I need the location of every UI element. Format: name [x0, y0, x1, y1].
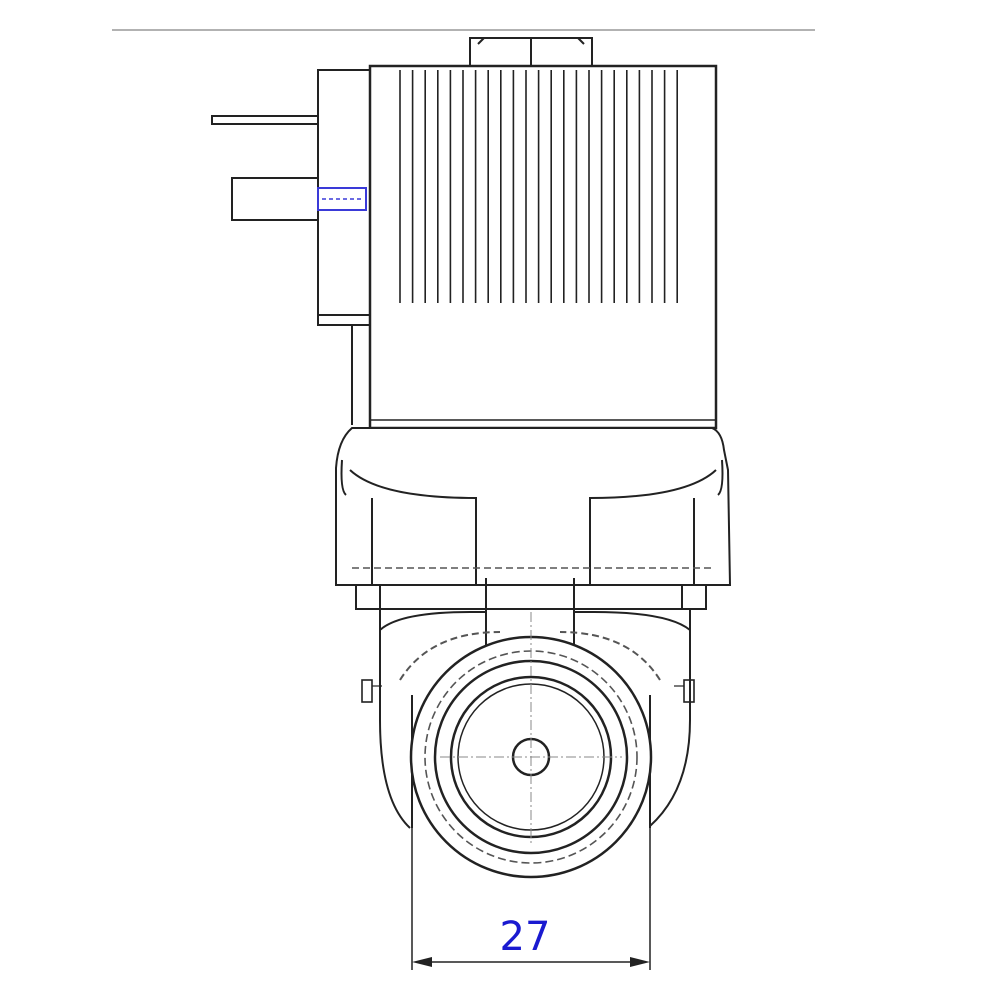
coil-housing — [368, 64, 718, 430]
pipe-port — [409, 612, 653, 879]
top-nut — [469, 37, 593, 69]
width-dimension — [411, 828, 651, 970]
port-body — [361, 609, 695, 829]
valve-body — [335, 427, 732, 646]
connector-plug — [211, 69, 371, 425]
dimension-label: 27 — [499, 914, 551, 960]
connector-screw-highlight — [317, 187, 367, 211]
